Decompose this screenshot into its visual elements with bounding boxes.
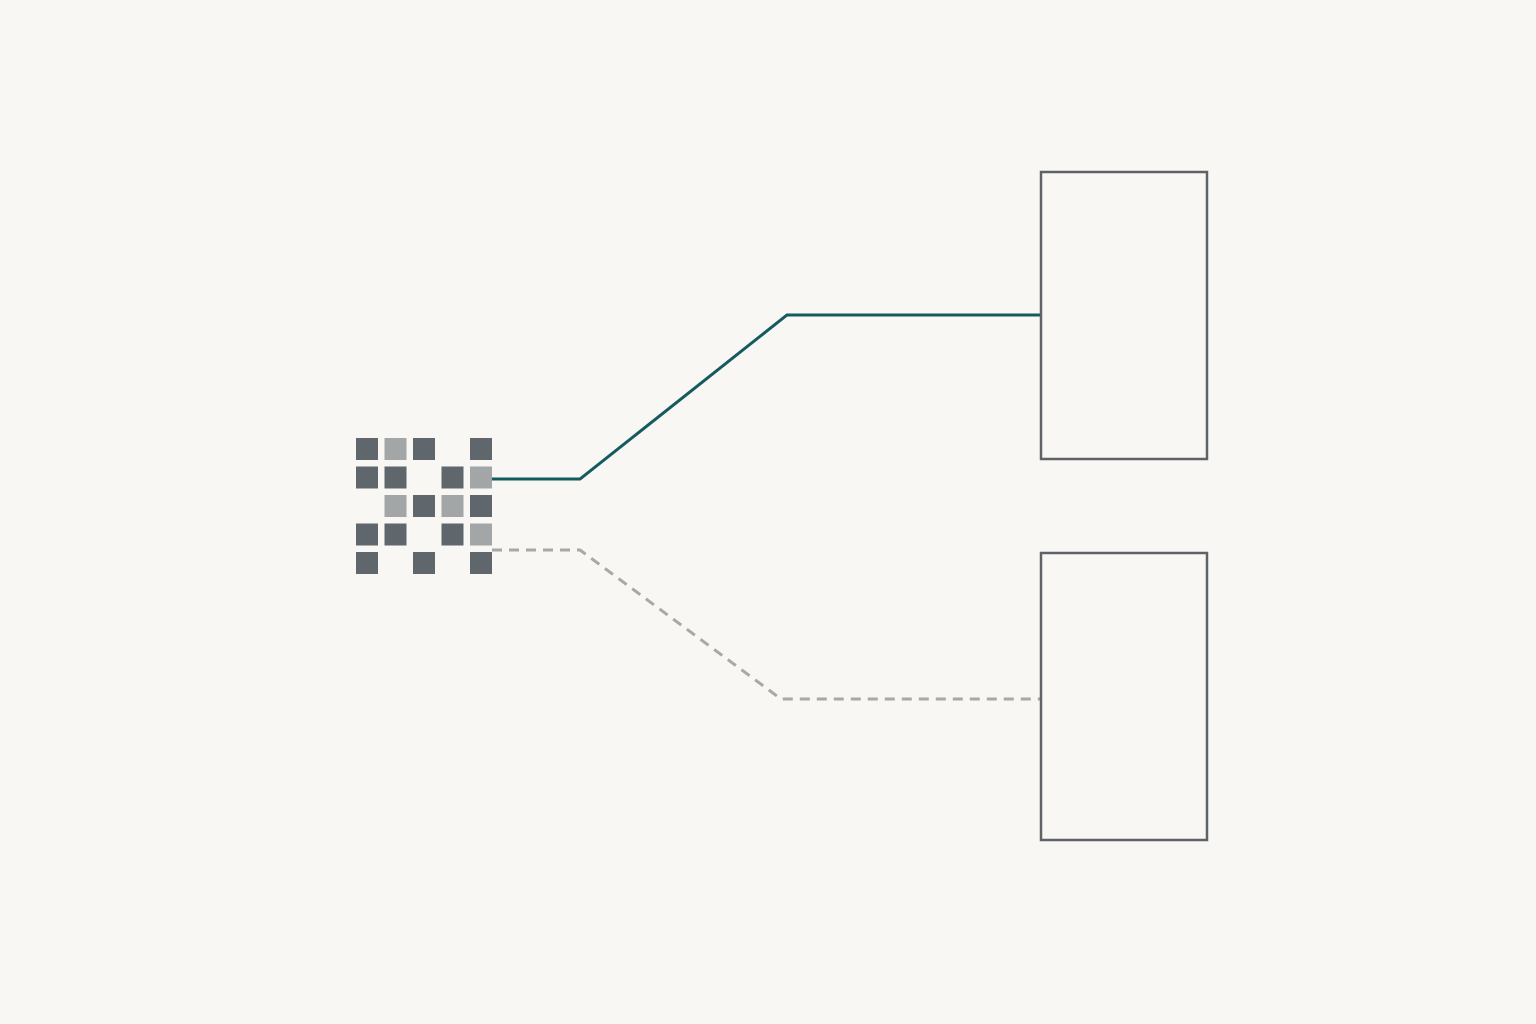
lower-box xyxy=(1039,551,1209,842)
pixel-grid xyxy=(356,438,492,574)
grid-cell-dark xyxy=(441,466,464,489)
grid-cell-dark xyxy=(356,438,378,460)
grid-cell-light xyxy=(441,495,464,517)
grid-cell-dark xyxy=(356,466,378,489)
grid-cell-light xyxy=(470,523,492,546)
grid-cell-dark xyxy=(413,438,435,460)
grid-cell-light xyxy=(470,466,492,489)
upper-box xyxy=(1039,170,1209,461)
grid-cell-dark xyxy=(356,523,378,546)
grid-cell-dark xyxy=(384,466,407,489)
dashed-connector xyxy=(492,548,1041,701)
grid-cell-dark xyxy=(413,495,435,517)
grid-cell-light xyxy=(384,438,407,460)
solid-connector xyxy=(492,313,1041,481)
grid-cell-light xyxy=(384,495,407,517)
grid-cell-dark xyxy=(470,552,492,574)
grid-cell-dark xyxy=(413,552,435,574)
grid-cell-dark xyxy=(356,552,378,574)
grid-cell-dark xyxy=(470,495,492,517)
grid-cell-dark xyxy=(384,523,407,546)
grid-cell-dark xyxy=(470,438,492,460)
grid-cell-dark xyxy=(441,523,464,546)
